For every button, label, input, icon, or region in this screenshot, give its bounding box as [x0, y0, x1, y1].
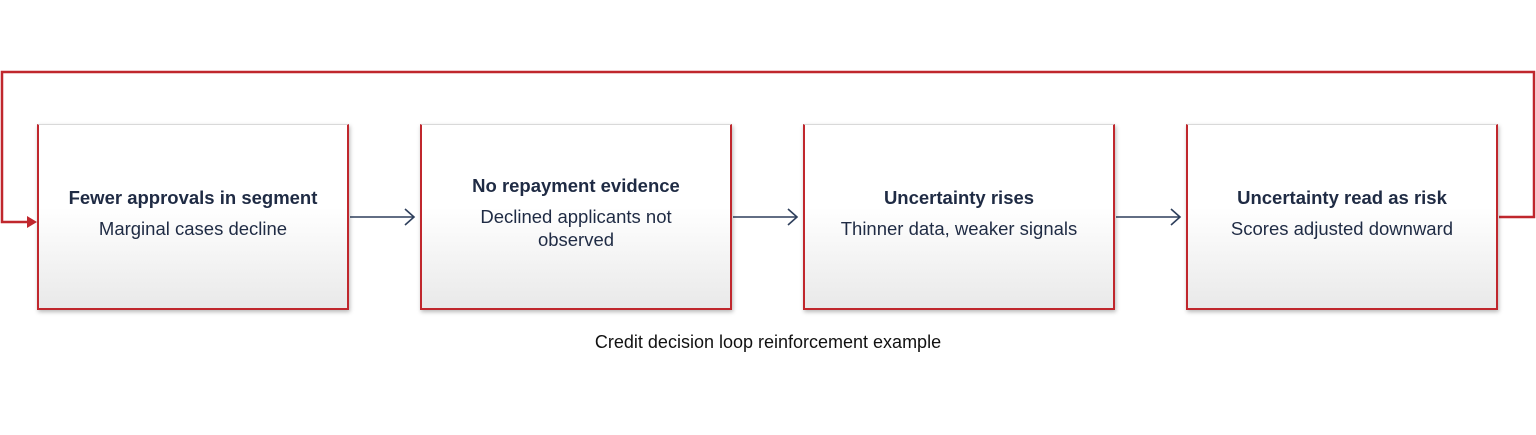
feedback-loop-arrowhead: [27, 216, 37, 228]
step-subtitle: Thinner data, weaker signals: [840, 217, 1078, 239]
step-box-uncertainty-read-as-risk: Uncertainty read as risk Scores adjusted…: [1186, 124, 1498, 310]
step-subtitle: Declined applicants not observed: [480, 206, 672, 250]
step-title: No repayment evidence: [472, 175, 680, 196]
step-box-uncertainty-rises: Uncertainty rises Thinner data, weaker s…: [803, 124, 1115, 310]
step-box-no-repayment-evidence: No repayment evidence Declined applicant…: [420, 124, 732, 310]
step-subtitle: Scores adjusted downward: [1230, 217, 1454, 239]
flow-arrow-3-4: [1116, 208, 1182, 226]
step-subtitle: Marginal cases decline: [98, 217, 288, 239]
step-title: Uncertainty rises: [883, 186, 1035, 208]
step-title: Fewer approvals in segment: [68, 186, 318, 208]
diagram-caption: Credit decision loop reinforcement examp…: [594, 332, 942, 352]
flow-arrow-2-3: [733, 208, 799, 226]
feedback-loop-line: [0, 70, 1536, 224]
step-box-fewer-approvals: Fewer approvals in segment Marginal case…: [37, 124, 349, 310]
step-title: Uncertainty read as risk: [1237, 186, 1447, 208]
flow-arrow-1-2: [350, 208, 416, 226]
